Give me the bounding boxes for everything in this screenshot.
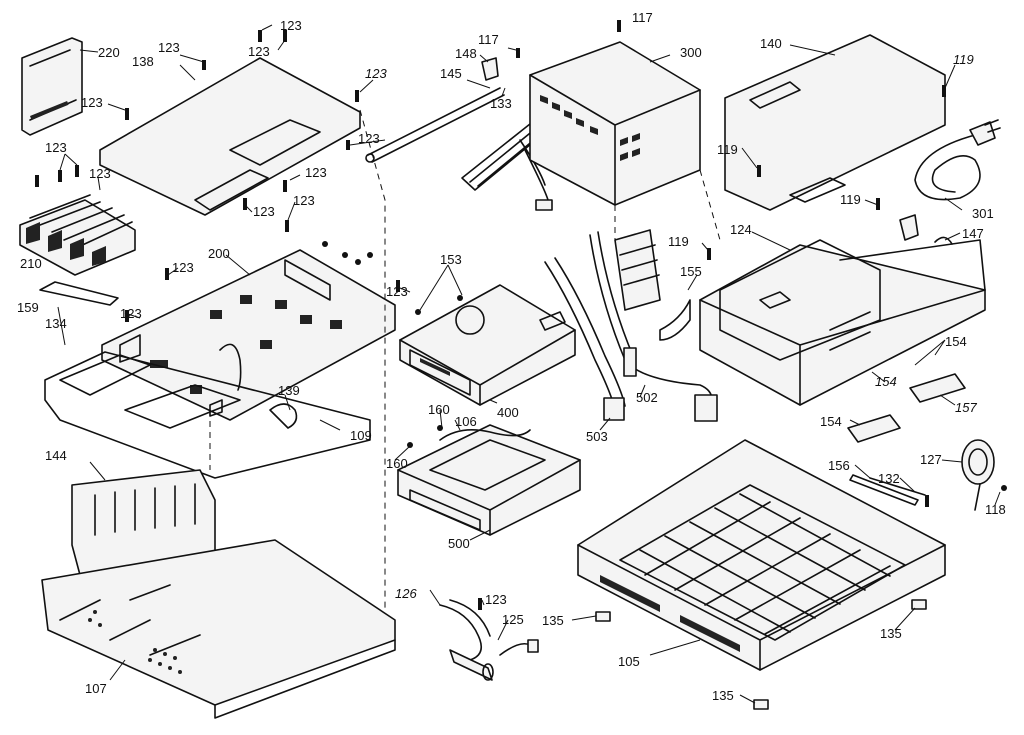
label-500: 500 (448, 536, 470, 551)
label-109: 109 (350, 428, 372, 443)
part-155-ribbon-connector (614, 229, 691, 341)
part-107-base-tray (41, 539, 396, 719)
label-135: 135 (542, 613, 564, 628)
part-140-cover-panel (724, 34, 946, 211)
screws (35, 20, 1007, 610)
label-123: 123 (248, 44, 270, 59)
label-107: 107 (85, 681, 107, 696)
part-135-feet (595, 599, 927, 710)
label-301: 301 (972, 206, 994, 221)
label-123: 123 (365, 66, 387, 81)
label-300: 300 (680, 45, 702, 60)
label-139: 139 (278, 383, 300, 398)
part-124-drive-cage (699, 239, 986, 406)
label-105: 105 (618, 654, 640, 669)
label-123: 123 (386, 284, 408, 299)
label-125: 125 (502, 612, 524, 627)
part-145-rod (365, 87, 505, 163)
label-126: 126 (395, 586, 417, 601)
label-124: 124 (730, 222, 752, 237)
label-140: 140 (760, 36, 782, 51)
part-106-cable (439, 429, 531, 441)
part-109-shield-plate (44, 351, 371, 479)
part-127-speaker (961, 439, 995, 511)
ribbon-cable-503 (544, 257, 626, 421)
label-153: 153 (440, 252, 462, 267)
label-220: 220 (98, 45, 120, 60)
label-123: 123 (280, 18, 302, 33)
label-138: 138 (132, 54, 154, 69)
label-159: 159 (17, 300, 39, 315)
label-123: 123 (253, 204, 275, 219)
part-220-expansion-card (21, 37, 83, 136)
label-503: 503 (586, 429, 608, 444)
label-400: 400 (497, 405, 519, 420)
leader-lines (57, 24, 1001, 704)
label-156: 156 (828, 458, 850, 473)
label-133: 133 (490, 96, 512, 111)
label-502: 502 (636, 390, 658, 405)
label-123: 123 (89, 166, 111, 181)
label-123: 123 (172, 260, 194, 275)
part-210-card-cage (19, 194, 136, 306)
label-123: 123 (305, 165, 327, 180)
cable-502 (589, 231, 718, 422)
part-148-bracket (481, 57, 499, 81)
part-156-132-bars (849, 474, 926, 506)
part-126-125-battery-cable (439, 599, 539, 681)
alignment-lines (209, 109, 721, 610)
label-200: 200 (208, 246, 230, 261)
callout-labels: 220 123 138 123 123 123 123 123 123 123 … (17, 10, 1006, 703)
label-123: 123 (81, 95, 103, 110)
part-105-chassis-base (577, 439, 946, 671)
label-210: 210 (20, 256, 42, 271)
label-123: 123 (45, 140, 67, 155)
part-300-power-supply (529, 41, 701, 206)
label-155: 155 (680, 264, 702, 279)
label-117: 117 (632, 10, 653, 25)
part-139-clip (269, 403, 298, 429)
label-118: 118 (985, 502, 1006, 517)
label-160: 160 (428, 402, 450, 417)
label-144: 144 (45, 448, 67, 463)
label-154: 154 (820, 414, 842, 429)
label-119: 119 (668, 234, 689, 249)
part-200-main-board (101, 249, 396, 421)
part-500-hard-drive (397, 424, 581, 536)
label-154: 154 (945, 334, 967, 349)
label-147: 147 (962, 226, 984, 241)
label-123: 123 (485, 592, 507, 607)
part-154-blank-panels (847, 373, 966, 443)
part-301-power-cord (899, 119, 1001, 241)
label-123: 123 (158, 40, 180, 55)
part-138-top-shield (99, 57, 361, 216)
part-400-floppy-drive (399, 284, 576, 406)
label-123: 123 (120, 306, 142, 321)
label-106: 106 (455, 414, 477, 429)
label-148: 148 (455, 46, 477, 61)
label-145: 145 (440, 66, 462, 81)
label-157: 157 (955, 400, 977, 415)
label-123: 123 (358, 131, 380, 146)
label-135: 135 (880, 626, 902, 641)
label-119: 119 (717, 142, 738, 157)
label-123: 123 (293, 193, 315, 208)
label-135: 135 (712, 688, 734, 703)
label-119: 119 (840, 192, 861, 207)
label-160: 160 (386, 456, 408, 471)
label-117: 117 (478, 32, 499, 47)
label-134: 134 (45, 316, 67, 331)
label-119: 119 (953, 52, 974, 67)
label-154: 154 (875, 374, 897, 389)
part-147-clip (934, 236, 953, 245)
label-132: 132 (878, 471, 900, 486)
label-127: 127 (920, 452, 942, 467)
